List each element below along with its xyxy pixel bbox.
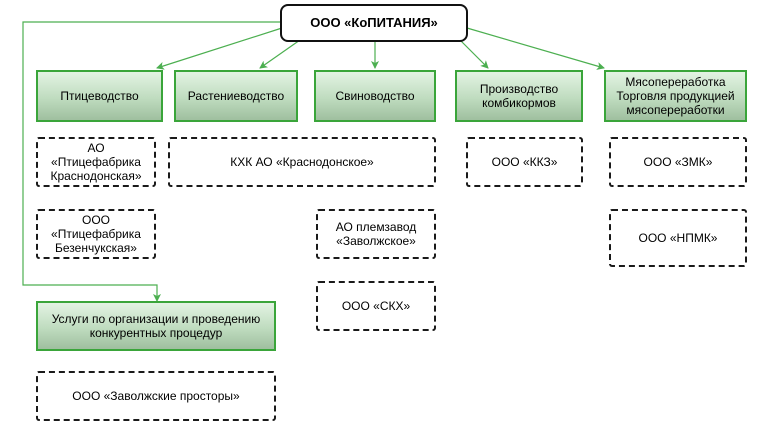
category-uslugi: Услуги по организации и проведению конку… — [36, 301, 276, 351]
subsidiary-label: ООО «СКХ» — [341, 299, 411, 313]
subsidiary-zmk: ООО «ЗМК» — [609, 137, 747, 187]
subsidiary-label: ООО «Заволжские просторы» — [72, 389, 240, 403]
category-rastenievodstvo: Растениеводство — [174, 70, 298, 122]
subsidiary-ptitsefabrika-krasnodonskaya: АО «Птицефабрика Краснодонская» — [36, 137, 156, 187]
subsidiary-ptitsefabrika-bezenchukskaya: ООО «Птицефабрика Безенчукская» — [36, 209, 156, 259]
category-label: Производство комбикормов — [479, 82, 559, 110]
subsidiary-label: АО «Птицефабрика Краснодонская» — [50, 141, 142, 183]
connector-kombikorma — [459, 39, 489, 69]
subsidiary-label: ООО «НПМК» — [638, 231, 718, 245]
category-label: Услуги по организации и проведению конку… — [51, 312, 261, 340]
connector-ptitsevodstvo — [156, 27, 283, 70]
subsidiary-label: ООО «ККЗ» — [491, 155, 558, 169]
connector-myasopererabotka — [466, 27, 605, 70]
category-label: Растениеводство — [187, 89, 285, 103]
connector-uslugi — [22, 21, 282, 302]
category-myasopererabotka: Мясопереработка Торговля продукцией мясо… — [604, 70, 747, 122]
root-company-label: ООО «КоПИТАНИЯ» — [310, 15, 438, 30]
subsidiary-label: КХК АО «Краснодонское» — [230, 155, 374, 169]
subsidiary-plemzavod-zavolzhskoe: АО племзавод «Заволжское» — [316, 209, 436, 259]
subsidiary-label: ООО «ЗМК» — [643, 155, 713, 169]
subsidiary-khk-krasnodonskoe: КХК АО «Краснодонское» — [168, 137, 436, 187]
subsidiary-zavolzhskie-prostory: ООО «Заволжские просторы» — [36, 371, 276, 421]
subsidiary-npmk: ООО «НПМК» — [609, 209, 747, 267]
subsidiary-label: АО племзавод «Заволжское» — [335, 220, 417, 248]
category-label: Свиноводство — [335, 89, 415, 103]
subsidiary-skh: ООО «СКХ» — [316, 281, 436, 331]
category-label: Мясопереработка Торговля продукцией мясо… — [616, 75, 735, 117]
root-company-box: ООО «КоПИТАНИЯ» — [280, 4, 468, 42]
category-kombikorma: Производство комбикормов — [455, 70, 583, 122]
subsidiary-label: ООО «Птицефабрика Безенчукская» — [51, 213, 141, 255]
category-ptitsevodstvo: Птицеводство — [36, 70, 163, 122]
subsidiary-kkz: ООО «ККЗ» — [466, 137, 583, 187]
connector-rastenievodstvo — [259, 39, 301, 69]
category-svinovodstvo: Свиноводство — [314, 70, 436, 122]
category-label: Птицеводство — [60, 89, 139, 103]
